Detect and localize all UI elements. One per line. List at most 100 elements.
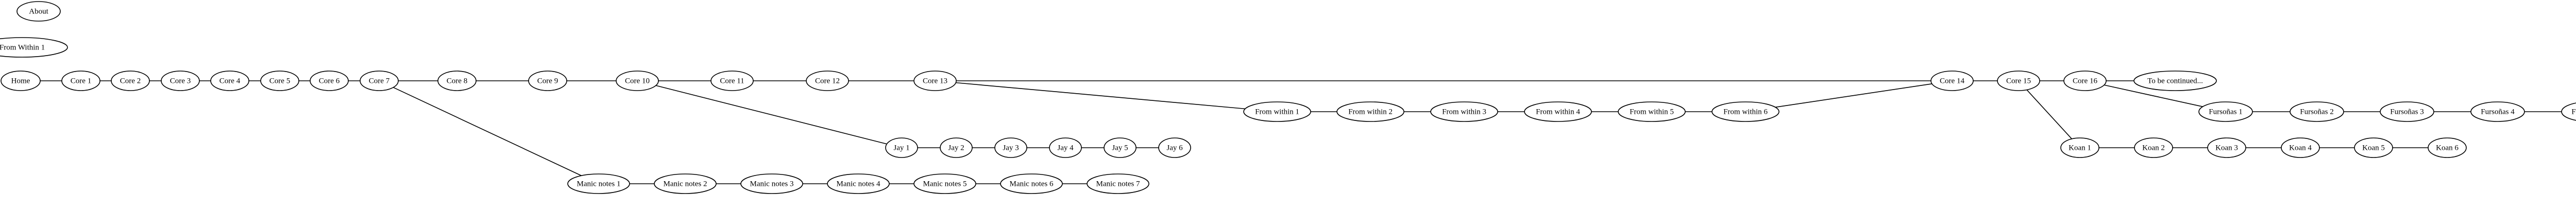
node-ellipse xyxy=(1087,173,1149,194)
node-ellipse xyxy=(1158,137,1191,158)
graph-node-core1[interactable]: Core 1 xyxy=(61,71,100,91)
graph-node-core11[interactable]: Core 11 xyxy=(710,71,754,91)
graph-node-core6[interactable]: Core 6 xyxy=(310,71,349,91)
graph-node-core13[interactable]: Core 13 xyxy=(913,71,957,91)
graph-node-tobecont[interactable]: To be continued... xyxy=(2133,71,2217,91)
node-ellipse xyxy=(2063,71,2107,91)
graph-node-jay3[interactable]: Jay 3 xyxy=(994,137,1027,158)
graph-node-koan2[interactable]: Koan 2 xyxy=(2134,137,2173,158)
node-ellipse xyxy=(1430,101,1498,122)
graph-node-core12[interactable]: Core 12 xyxy=(806,71,849,91)
graph-node-koan4[interactable]: Koan 4 xyxy=(2281,137,2320,158)
graph-node-mn7[interactable]: Manic notes 7 xyxy=(1087,173,1149,194)
node-ellipse xyxy=(0,37,68,58)
graph-node-jay2[interactable]: Jay 2 xyxy=(940,137,973,158)
node-ellipse xyxy=(806,71,849,91)
node-ellipse xyxy=(1049,137,1082,158)
graph-node-core10[interactable]: Core 10 xyxy=(616,71,659,91)
graph-node-mn3[interactable]: Manic notes 3 xyxy=(740,173,803,194)
node-ellipse xyxy=(1711,101,1780,122)
graph-node-core5[interactable]: Core 5 xyxy=(260,71,299,91)
graph-node-core8[interactable]: Core 8 xyxy=(437,71,477,91)
node-ellipse xyxy=(528,71,567,91)
graph-node-fw1[interactable]: From within 1 xyxy=(1243,101,1311,122)
node-ellipse xyxy=(2198,101,2253,122)
graph-node-koan3[interactable]: Koan 3 xyxy=(2207,137,2246,158)
graph-node-core16[interactable]: Core 16 xyxy=(2063,71,2107,91)
graph-node-core4[interactable]: Core 4 xyxy=(210,71,249,91)
node-ellipse xyxy=(2281,137,2320,158)
graph-node-furs4[interactable]: Fursoñas 4 xyxy=(2470,101,2525,122)
graph-node-fw5[interactable]: From within 5 xyxy=(1618,101,1686,122)
graph-node-fw3[interactable]: From within 3 xyxy=(1430,101,1498,122)
node-ellipse xyxy=(2134,137,2173,158)
graph-node-mn5[interactable]: Manic notes 5 xyxy=(913,173,976,194)
graph-node-jay1[interactable]: Jay 1 xyxy=(885,137,918,158)
graph-node-jay6[interactable]: Jay 6 xyxy=(1158,137,1191,158)
node-ellipse xyxy=(437,71,477,91)
node-ellipse xyxy=(1618,101,1686,122)
node-ellipse xyxy=(2354,137,2393,158)
node-ellipse xyxy=(16,1,61,22)
graph-node-furs5[interactable]: Fursoñas 5 xyxy=(2561,102,2576,121)
node-ellipse xyxy=(2561,102,2576,121)
node-ellipse xyxy=(827,173,890,194)
graph-node-furs3[interactable]: Fursoñas 3 xyxy=(2380,101,2434,122)
graph-edge xyxy=(2026,89,2072,139)
node-ellipse xyxy=(1336,101,1404,122)
graph-edge xyxy=(1775,83,1933,108)
node-ellipse xyxy=(2290,101,2344,122)
graph-node-furs1[interactable]: Fursoñas 1 xyxy=(2198,101,2253,122)
graph-node-mn2[interactable]: Manic notes 2 xyxy=(654,173,717,194)
node-ellipse xyxy=(1243,101,1311,122)
graph-edge xyxy=(2104,84,2203,107)
node-ellipse xyxy=(2380,101,2434,122)
node-ellipse xyxy=(2207,137,2246,158)
graph-node-core9[interactable]: Core 9 xyxy=(528,71,567,91)
graph-node-core2[interactable]: Core 2 xyxy=(111,71,150,91)
graph-node-mn4[interactable]: Manic notes 4 xyxy=(827,173,890,194)
node-ellipse xyxy=(2060,137,2099,158)
graph-edge xyxy=(956,82,1245,110)
graph-node-jay5[interactable]: Jay 5 xyxy=(1104,137,1137,158)
node-ellipse xyxy=(1997,71,2040,91)
node-ellipse xyxy=(940,137,973,158)
node-ellipse xyxy=(1930,71,1974,91)
graph-node-home[interactable]: Home xyxy=(1,71,41,91)
edges-layer xyxy=(40,80,2562,184)
graph-node-jay4[interactable]: Jay 4 xyxy=(1049,137,1082,158)
graph-node-fromwithin1h[interactable]: From Within 1 xyxy=(0,37,68,58)
node-ellipse xyxy=(260,71,299,91)
node-ellipse xyxy=(1524,101,1592,122)
graph-node-fw6[interactable]: From within 6 xyxy=(1711,101,1780,122)
graph-node-about[interactable]: About xyxy=(16,1,61,22)
node-ellipse xyxy=(567,173,630,194)
graph-node-koan6[interactable]: Koan 6 xyxy=(2428,137,2467,158)
node-ellipse xyxy=(913,173,976,194)
node-ellipse xyxy=(1,71,41,91)
node-ellipse xyxy=(1104,137,1137,158)
graph-node-mn6[interactable]: Manic notes 6 xyxy=(1000,173,1063,194)
graph-node-furs2[interactable]: Fursoñas 2 xyxy=(2290,101,2344,122)
node-ellipse xyxy=(310,71,349,91)
graph-node-core14[interactable]: Core 14 xyxy=(1930,71,1974,91)
graph-node-koan1[interactable]: Koan 1 xyxy=(2060,137,2099,158)
graph-node-core3[interactable]: Core 3 xyxy=(161,71,200,91)
node-ellipse xyxy=(710,71,754,91)
node-ellipse xyxy=(885,137,918,158)
node-ellipse xyxy=(210,71,249,91)
graph-edge xyxy=(393,87,582,176)
graph-node-fw4[interactable]: From within 4 xyxy=(1524,101,1592,122)
node-ellipse xyxy=(360,71,399,91)
node-ellipse xyxy=(2428,137,2467,158)
graph-node-mn1[interactable]: Manic notes 1 xyxy=(567,173,630,194)
graph-node-koan5[interactable]: Koan 5 xyxy=(2354,137,2393,158)
node-ellipse xyxy=(61,71,100,91)
graph-node-core15[interactable]: Core 15 xyxy=(1997,71,2040,91)
graph-node-fw2[interactable]: From within 2 xyxy=(1336,101,1404,122)
node-ellipse xyxy=(2133,71,2217,91)
graph-node-core7[interactable]: Core 7 xyxy=(360,71,399,91)
